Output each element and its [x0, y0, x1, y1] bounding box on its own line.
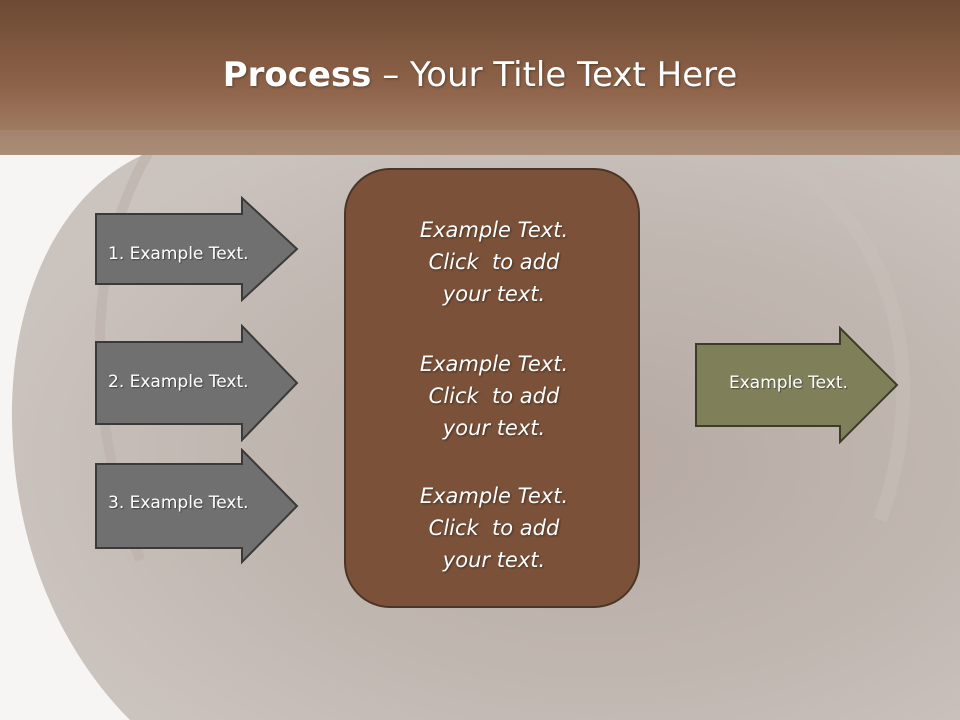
output-arrow-label: Example Text.	[729, 373, 848, 393]
title-bold: Process	[222, 55, 372, 95]
input-arrow-2	[95, 324, 299, 442]
slide-title: Process – Your Title Text Here	[0, 52, 960, 98]
process-box[interactable]: Example Text. Click to add your text. Ex…	[344, 168, 640, 608]
output-arrow	[695, 326, 899, 444]
block-2-line-3: your text.	[442, 416, 546, 440]
block-1-line-2: Click to add	[428, 250, 560, 274]
block-3-line-2: Click to add	[428, 516, 560, 540]
block-3-line-1: Example Text.	[419, 484, 569, 508]
input-arrow-1-label: 1. Example Text.	[108, 244, 249, 264]
process-text-block-1[interactable]: Example Text. Click to add your text.	[346, 214, 642, 310]
process-text-block-2[interactable]: Example Text. Click to add your text.	[346, 348, 642, 444]
input-arrow-3	[95, 448, 299, 565]
input-arrow-1	[95, 196, 299, 302]
input-arrow-2-label: 2. Example Text.	[108, 372, 249, 392]
process-text-block-3[interactable]: Example Text. Click to add your text.	[346, 480, 642, 576]
input-arrow-3-label: 3. Example Text.	[108, 493, 249, 513]
block-3-line-3: your text.	[442, 548, 546, 572]
block-1-line-1: Example Text.	[419, 218, 569, 242]
block-2-line-1: Example Text.	[419, 352, 569, 376]
block-1-line-3: your text.	[442, 282, 546, 306]
title-rest: – Your Title Text Here	[371, 55, 738, 95]
block-2-line-2: Click to add	[428, 384, 560, 408]
